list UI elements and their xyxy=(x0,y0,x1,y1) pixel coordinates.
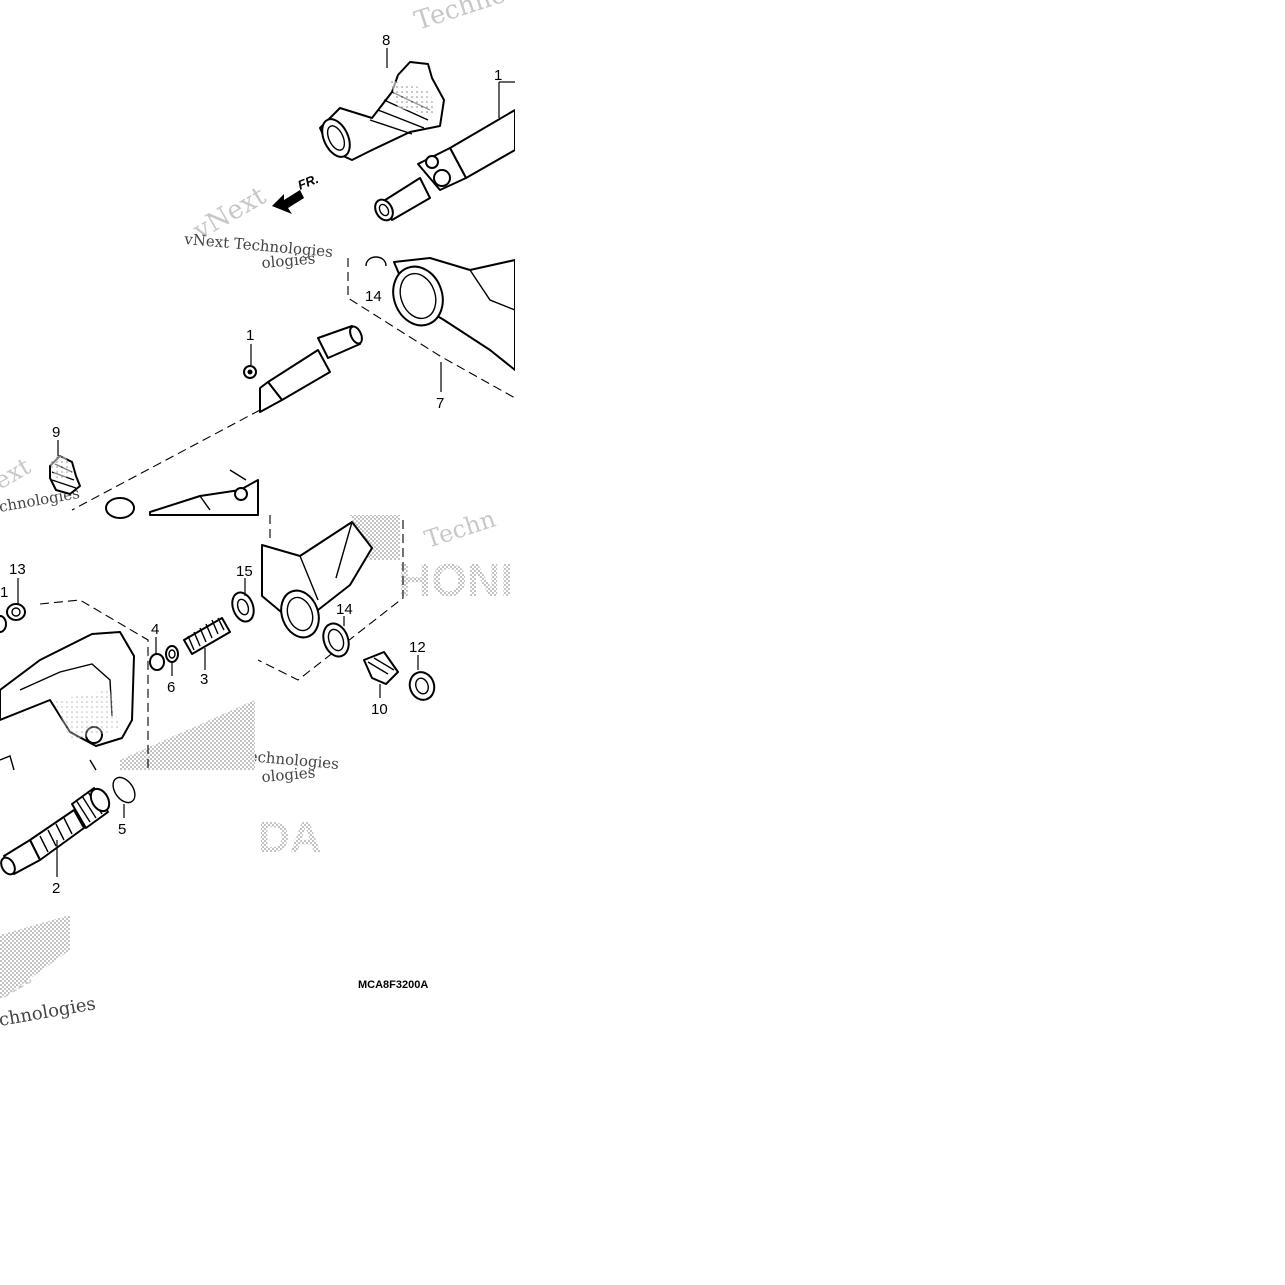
callout-3: 3 xyxy=(200,671,208,688)
callout-1: 1 xyxy=(0,584,8,601)
circlip-part xyxy=(365,256,387,267)
ring-part xyxy=(149,645,179,671)
swingarm-tube xyxy=(392,257,516,371)
dust-boot-part xyxy=(48,454,81,495)
watermark-text: ext xyxy=(0,452,36,495)
boot-small-part xyxy=(363,651,399,685)
callout-1: 1 xyxy=(494,67,502,84)
callout-12: 12 xyxy=(409,639,426,656)
clamp-part xyxy=(408,671,436,701)
swingarm-pivot xyxy=(105,469,259,519)
drive-shaft-group: FR. 8 1 xyxy=(272,32,516,222)
gear-case-group: 13 1 4 6 3 xyxy=(0,561,231,771)
watermark-wing xyxy=(350,515,400,560)
callout-10: 10 xyxy=(371,701,388,718)
callout-1: 1 xyxy=(246,327,254,344)
watermark-text: chnologies xyxy=(0,993,97,1031)
bolt-part xyxy=(243,365,257,379)
callout-9: 9 xyxy=(52,424,60,441)
pinion-gear-part xyxy=(0,787,111,876)
callout-14: 14 xyxy=(336,601,353,618)
final-drive-group: 15 14 12 10 xyxy=(231,515,436,718)
callout-8: 8 xyxy=(382,32,390,49)
callout-7: 7 xyxy=(436,395,444,412)
boot-part xyxy=(319,61,445,161)
diagram-code: MCA8F3200A xyxy=(358,979,428,991)
watermark-wing xyxy=(120,700,255,770)
front-direction-arrow: FR. xyxy=(272,171,321,214)
watermark-text: ologies xyxy=(261,763,316,786)
watermark-honda: DA xyxy=(258,813,322,862)
spring-part xyxy=(183,617,231,655)
shaft-part xyxy=(374,109,516,222)
swingarm-group: 14 1 7 9 xyxy=(48,256,516,519)
callout-14: 14 xyxy=(365,288,382,305)
seal-part xyxy=(231,591,255,623)
watermark-honda: HONI xyxy=(398,554,513,606)
callout-6: 6 xyxy=(167,679,175,696)
watermark-wing xyxy=(0,915,70,1000)
housing-part xyxy=(261,521,373,639)
callout-13: 13 xyxy=(9,561,26,578)
watermark-text: Techn xyxy=(421,505,499,554)
snap-ring-part xyxy=(112,776,136,804)
direction-label: FR. xyxy=(296,171,321,193)
bearing-part xyxy=(322,622,350,658)
watermark-text: ologies xyxy=(261,249,316,272)
washer-part xyxy=(0,603,26,633)
callout-2: 2 xyxy=(52,880,60,897)
callout-15: 15 xyxy=(236,563,253,580)
callout-4: 4 xyxy=(151,621,159,638)
shaft-end-part xyxy=(259,325,363,413)
watermark-text: Techno xyxy=(411,0,510,37)
pinion-group: 2 5 xyxy=(0,776,136,897)
gear-case-part xyxy=(0,631,135,771)
callout-5: 5 xyxy=(118,821,126,838)
